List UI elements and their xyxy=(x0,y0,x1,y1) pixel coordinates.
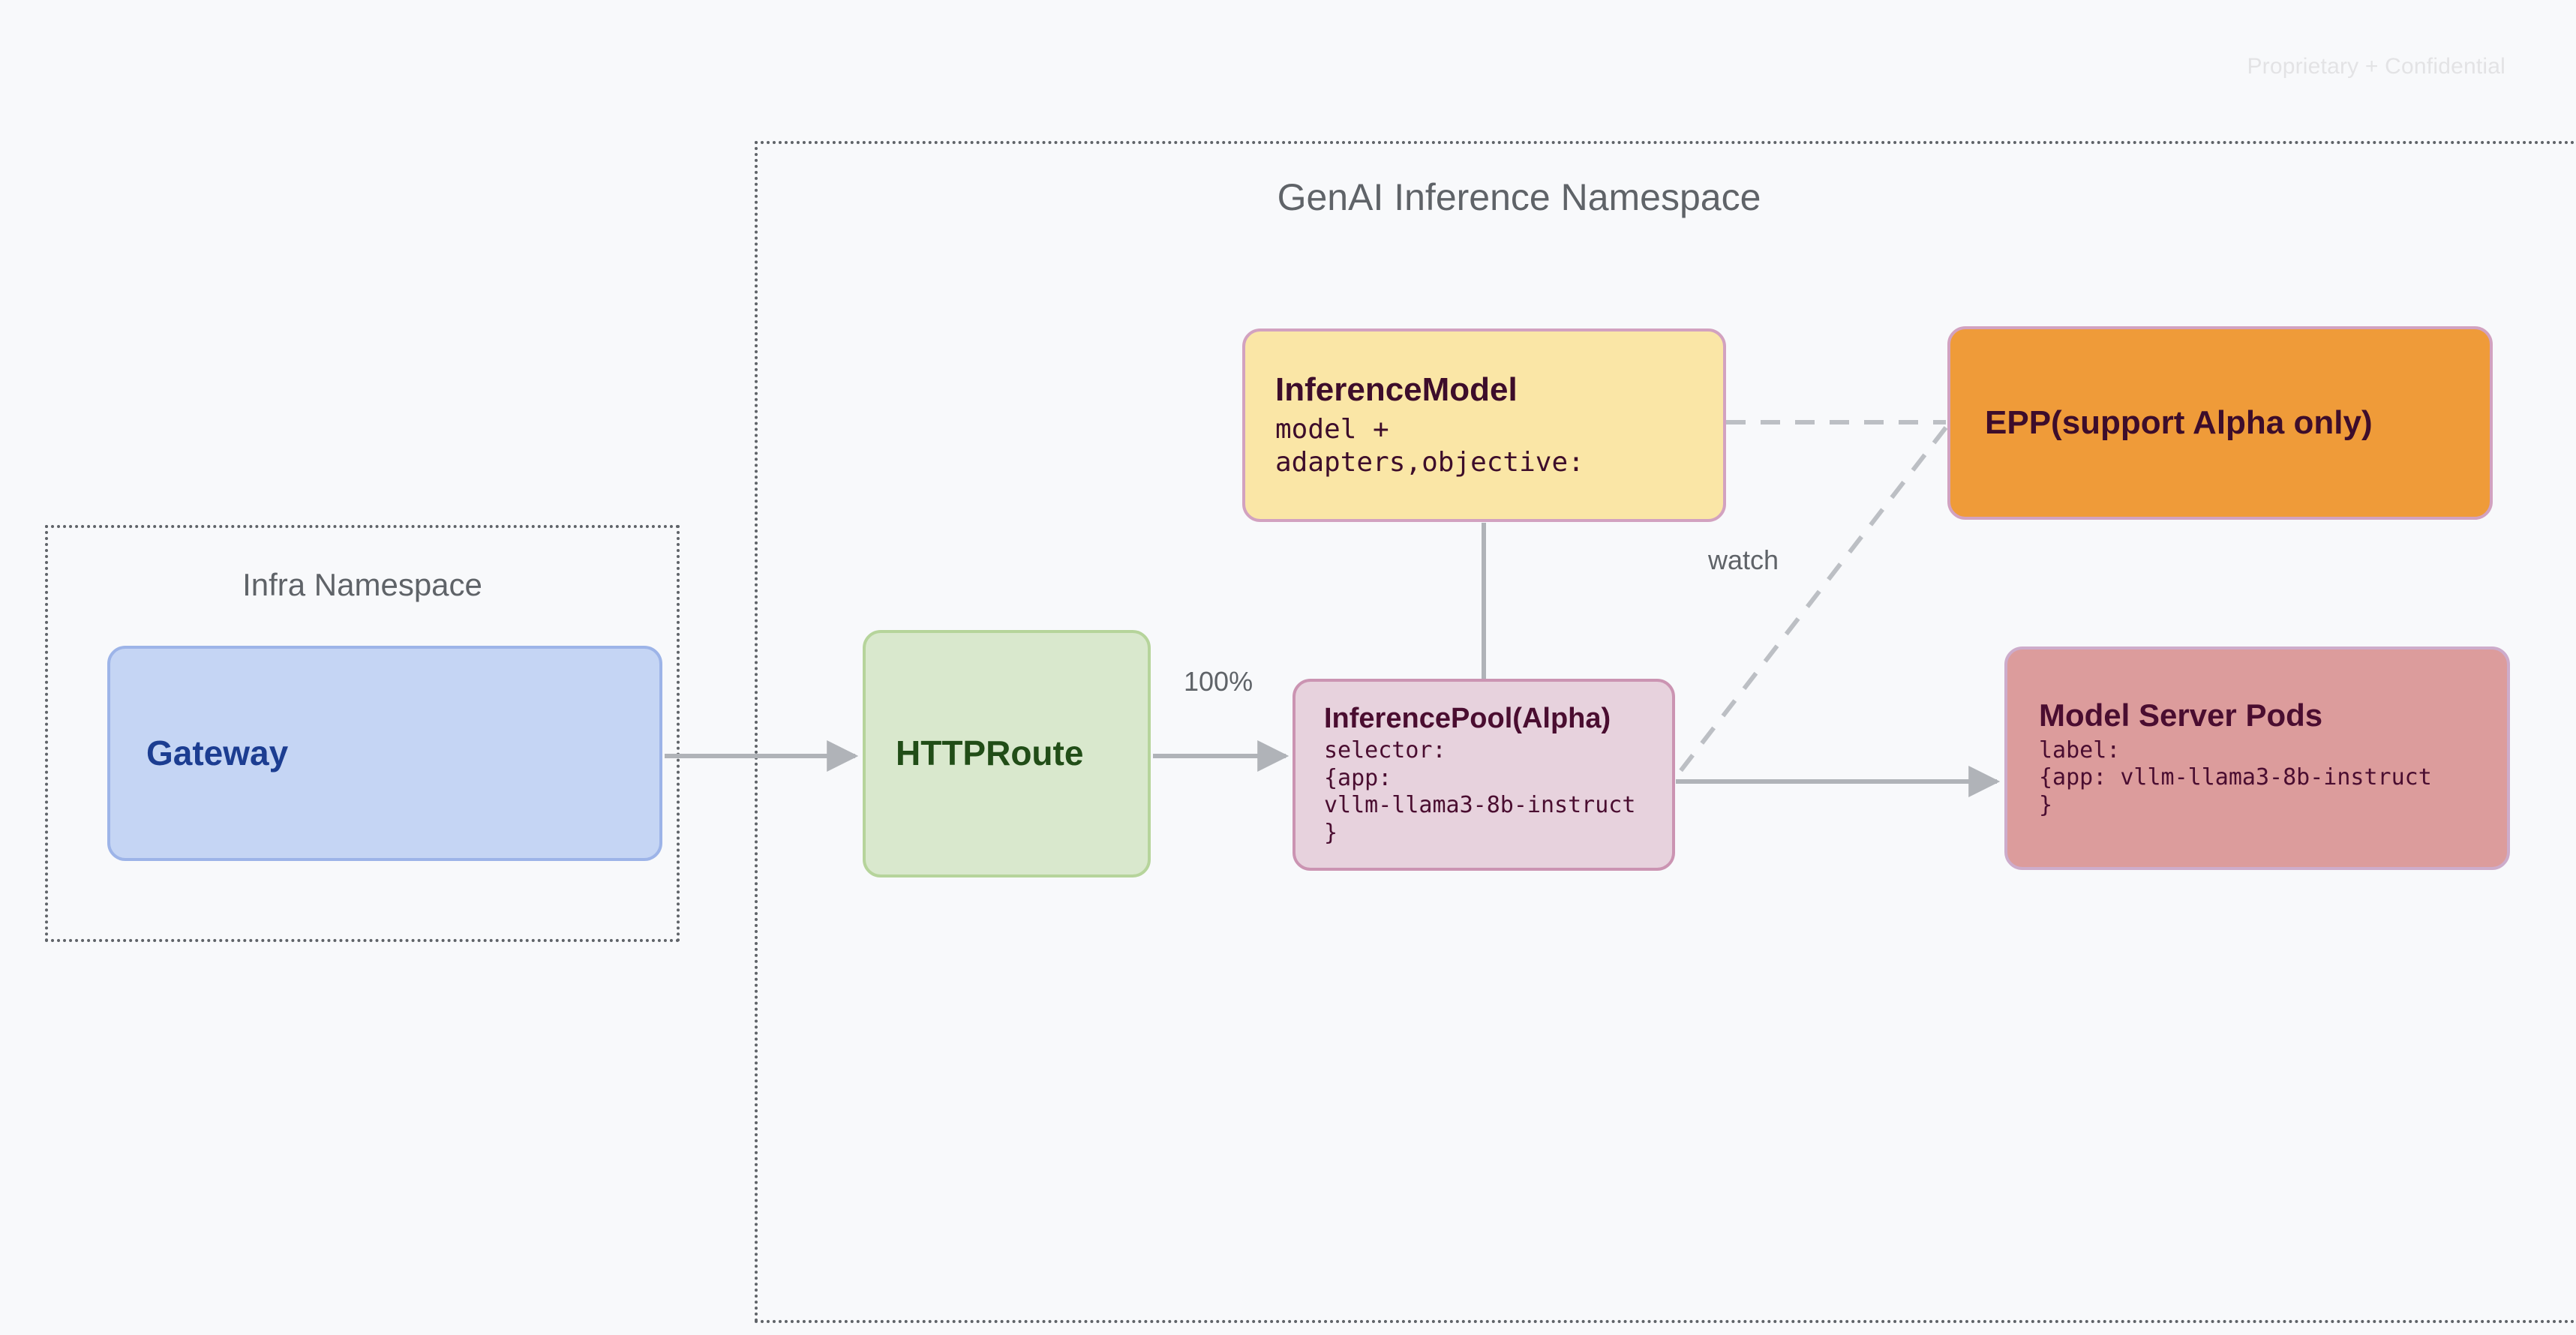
infra-namespace-title: Infra Namespace xyxy=(242,567,482,602)
inferencemodel-body: model + adapters,objective: xyxy=(1275,413,1584,478)
edge-label-100-percent: 100% xyxy=(1184,666,1253,697)
infra-namespace-container: Infra Namespace xyxy=(45,525,680,942)
node-epp[interactable]: EPP(support Alpha only) xyxy=(1947,326,2493,520)
inferencepool-title: InferencePool(Alpha) xyxy=(1324,702,1611,734)
node-inferencepool[interactable]: InferencePool(Alpha) selector: {app: vll… xyxy=(1293,679,1675,871)
model-server-pods-title: Model Server Pods xyxy=(2039,697,2323,733)
gateway-title: Gateway xyxy=(146,733,289,772)
model-server-pods-body: label: {app: vllm-llama3-8b-instruct } xyxy=(2039,736,2432,818)
node-inferencemodel[interactable]: InferenceModel model + adapters,objectiv… xyxy=(1242,328,1726,522)
node-gateway[interactable]: Gateway xyxy=(107,646,662,861)
confidential-notice: Proprietary + Confidential xyxy=(2247,54,2505,79)
inferencepool-body: selector: {app: vllm-llama3-8b-instruct … xyxy=(1324,737,1636,846)
epp-title: EPP(support Alpha only) xyxy=(1985,404,2373,442)
node-httproute[interactable]: HTTPRoute xyxy=(863,630,1151,878)
inferencemodel-title: InferenceModel xyxy=(1275,371,1518,409)
edge-label-watch: watch xyxy=(1708,544,1779,575)
genai-inference-namespace-container: GenAI Inference Namespace xyxy=(755,141,2576,1323)
genai-namespace-title: GenAI Inference Namespace xyxy=(1277,176,1761,218)
httproute-title: HTTPRoute xyxy=(896,734,1084,773)
node-model-server-pods[interactable]: Model Server Pods label: {app: vllm-llam… xyxy=(2004,646,2510,870)
